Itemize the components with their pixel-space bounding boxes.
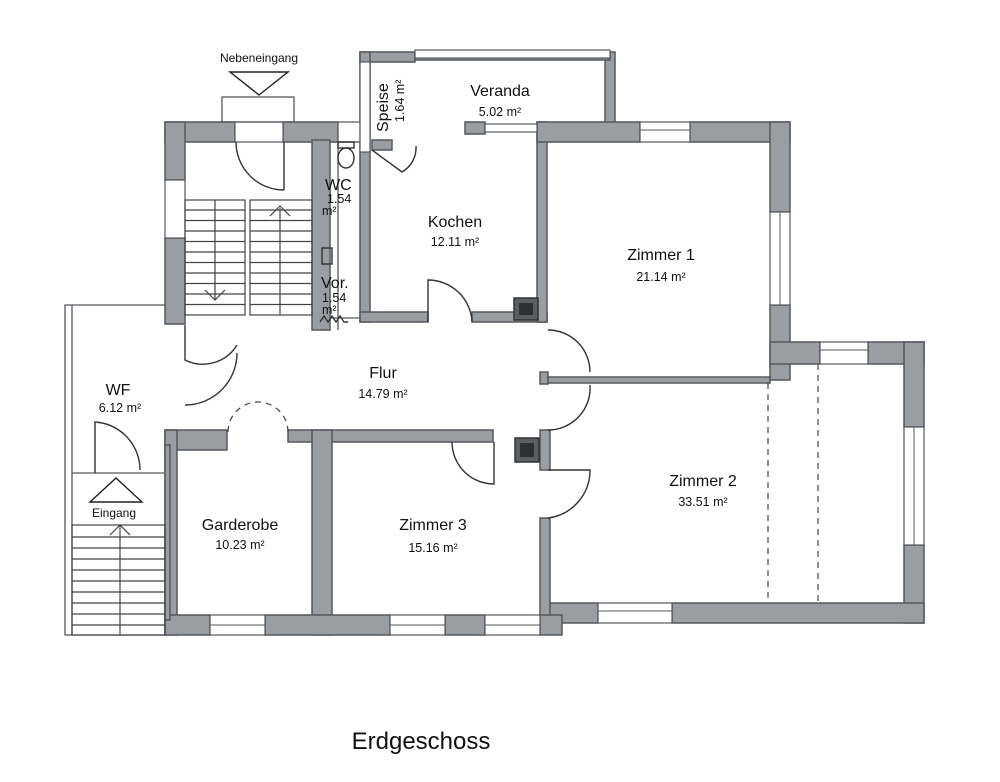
- room-area-wc-unit: m²: [322, 204, 337, 218]
- side-entrance-label: Nebeneingang: [220, 51, 298, 65]
- main-entrance-marker-icon: [88, 477, 144, 503]
- room-name-wc: WC: [325, 177, 352, 194]
- heater-icon: [319, 314, 348, 324]
- room-name-kochen: Kochen: [428, 214, 482, 231]
- doors: [94, 141, 591, 519]
- walls: [164, 51, 925, 636]
- room-name-zimmer2: Zimmer 2: [669, 473, 737, 490]
- room-area-zimmer3: 15.16 m²: [408, 541, 457, 555]
- room-area-garderobe: 10.23 m²: [215, 538, 264, 552]
- room-area-wc-value: 1.54: [327, 192, 351, 206]
- room-area-kochen: 12.11 m²: [431, 235, 479, 249]
- room-area-wf: 6.12 m²: [99, 401, 141, 415]
- labels: Nebeneingang Eingang Veranda 5.02 m² Spe…: [92, 51, 737, 555]
- room-area-flur: 14.79 m²: [358, 387, 407, 401]
- chimneys: [513, 297, 540, 463]
- room-area-zimmer2: 33.51 m²: [678, 495, 727, 509]
- room-name-vor: Vor.: [321, 275, 349, 292]
- room-area-vor-unit: m²: [322, 303, 337, 317]
- floor-plan-title: Erdgeschoss: [351, 728, 491, 755]
- room-name-zimmer1: Zimmer 1: [627, 247, 695, 264]
- main-entrance-label: Eingang: [92, 506, 136, 520]
- room-area-zimmer1: 21.14 m²: [636, 270, 685, 284]
- windows: [164, 49, 925, 636]
- stairs: [71, 199, 313, 636]
- toilet-icon: [337, 141, 355, 169]
- fixtures: [319, 141, 355, 324]
- room-name-zimmer3: Zimmer 3: [399, 517, 467, 534]
- room-name-garderobe: Garderobe: [202, 517, 279, 534]
- room-name-veranda: Veranda: [470, 83, 530, 100]
- room-name-speise: Speise: [375, 83, 392, 132]
- room-area-vor-value: 1.54: [322, 291, 346, 305]
- room-area-speise: 1.64 m²: [393, 80, 407, 122]
- room-name-flur: Flur: [369, 365, 397, 382]
- room-name-wf: WF: [106, 382, 131, 399]
- sink-icon: [321, 247, 333, 265]
- side-entrance-marker-icon: [227, 71, 291, 96]
- room-area-veranda: 5.02 m²: [479, 105, 521, 119]
